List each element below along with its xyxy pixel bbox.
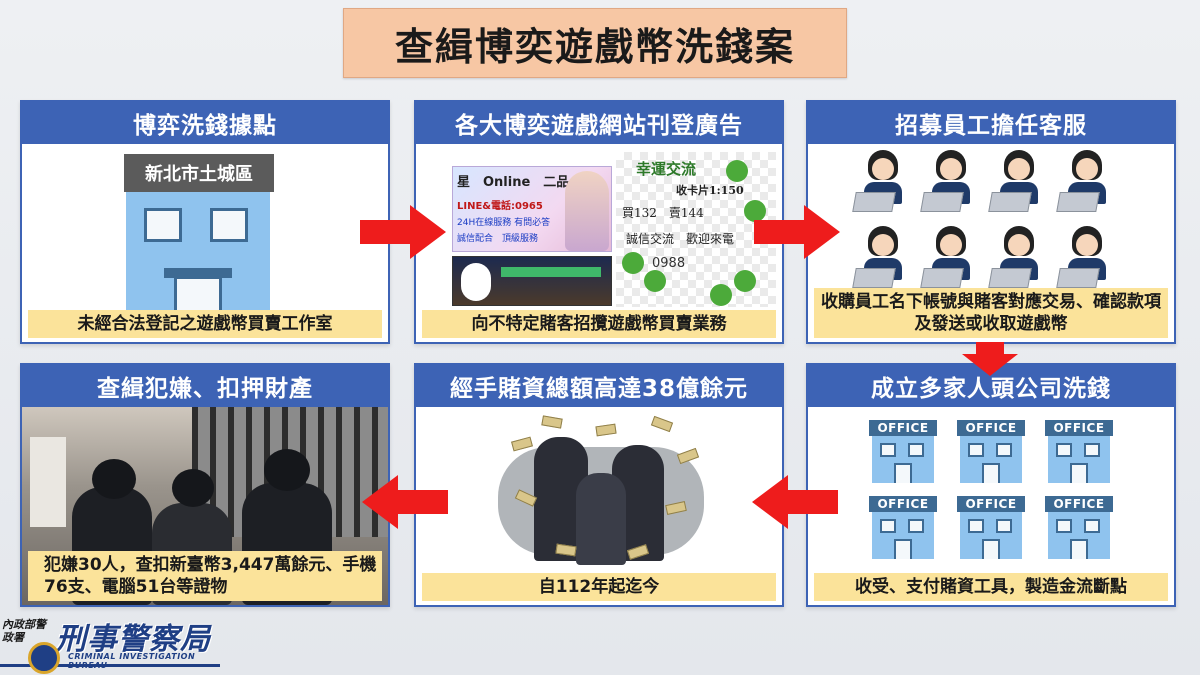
ad-line: LINE&電話:0965: [457, 201, 543, 212]
support-agent-icon: [1056, 224, 1120, 290]
ad-line: 幸運交流: [636, 160, 697, 178]
ad-line: 買132 賣144: [622, 206, 704, 220]
card-arrest: 查緝犯嫌、扣押財產 犯嫌30人，查扣新臺幣3,447萬餘元、手機76支、電腦51…: [20, 363, 390, 607]
ad-line: 24H在線服務 有問必答: [457, 218, 551, 228]
support-agent-icon: [852, 148, 916, 214]
arrow-down-icon: [962, 342, 1018, 376]
arrow-left-icon: [362, 475, 448, 529]
card-heading: 招募員工擔任客服: [808, 102, 1174, 144]
support-agent-icon: [852, 224, 916, 290]
card-illustration: [416, 407, 782, 605]
card-heading: 查緝犯嫌、扣押財產: [22, 365, 388, 407]
card-recruit-staff: 招募員工擔任客服 收購員工名下帳號與賭客對應交易、確認款項及發送或收取遊戲幣: [806, 100, 1176, 344]
card-illustration: [808, 144, 1174, 342]
ad-line: 誠信交流 歡迎來電: [626, 232, 735, 246]
card-caption: 自112年起迄今: [422, 573, 776, 601]
card-caption: 未經合法登記之遊戲幣買賣工作室: [28, 310, 382, 338]
card-heading: 博弈洗錢據點: [22, 102, 388, 144]
ad-line: 星 Online 二品: [457, 175, 570, 190]
ad-banner-right: 幸運交流 收卡片1:150 買132 賣144 誠信交流 歡迎來電 0988: [616, 152, 776, 307]
logo-english-text: CRIMINAL INVESTIGATION BUREAU: [68, 652, 196, 670]
card-heading: 經手賭資總額高達38億餘元: [416, 365, 782, 407]
office-building-icon: OFFICE: [869, 496, 937, 559]
arrow-left-icon: [752, 475, 838, 529]
logo-org-text: 內政部警政署: [2, 618, 46, 644]
office-building-icon: OFFICE: [1045, 496, 1113, 559]
page-title: 查緝博奕遊戲幣洗錢案: [394, 24, 795, 69]
card-caption: 犯嫌30人，查扣新臺幣3,447萬餘元、手機76支、電腦51台等證物: [28, 551, 382, 601]
office-label: OFFICE: [1045, 420, 1113, 436]
ad-banner-bottom: [452, 256, 612, 306]
card-heading: 各大博奕遊戲網站刊登廣告: [416, 102, 782, 144]
card-caption: 收受、支付賭資工具，製造金流斷點: [814, 573, 1168, 601]
office-label: OFFICE: [957, 496, 1025, 512]
office-label: OFFICE: [1045, 496, 1113, 512]
card-advertising: 各大博奕遊戲網站刊登廣告 星 Online 二品 LINE&電話:0965 24…: [414, 100, 784, 344]
logo-name-text: 刑事警察局: [56, 622, 211, 657]
support-agent-icon: [920, 148, 984, 214]
shadowy-figure-icon: [576, 473, 626, 565]
building-icon: [126, 192, 270, 322]
card-illustration: OFFICE OFFICE OFFICE OFFICE OFFICE OFFIC…: [808, 407, 1174, 605]
office-label: OFFICE: [869, 496, 937, 512]
card-total-amount: 經手賭資總額高達38億餘元 自112年起迄今: [414, 363, 784, 607]
ad-line: 0988: [652, 256, 686, 271]
card-caption: 向不特定賭客招攬遊戲幣買賣業務: [422, 310, 776, 338]
support-agent-icon: [920, 224, 984, 290]
ad-model-image: [565, 171, 609, 251]
card-caption: 收購員工名下帳號與賭客對應交易、確認款項及發送或收取遊戲幣: [814, 288, 1168, 338]
ad-banner-left: 星 Online 二品 LINE&電話:0965 24H在線服務 有問必答 誠信…: [452, 166, 612, 252]
page-title-box: 查緝博奕遊戲幣洗錢案: [343, 8, 847, 78]
support-agent-icon: [988, 224, 1052, 290]
support-agent-icon: [1056, 148, 1120, 214]
card-shell-companies: 成立多家人頭公司洗錢 OFFICE OFFICE OFFICE OFFICE O…: [806, 363, 1176, 607]
mascot-icon: [461, 263, 491, 301]
ad-line: 誠信配合 頂級服務: [457, 234, 539, 244]
police-seal-icon: [28, 642, 60, 674]
office-building-icon: OFFICE: [957, 496, 1025, 559]
district-sign: 新北市土城區: [124, 154, 274, 192]
card-illustration: 星 Online 二品 LINE&電話:0965 24H在線服務 有問必答 誠信…: [416, 144, 782, 342]
office-label: OFFICE: [869, 420, 937, 436]
card-gambling-base: 博弈洗錢據點 新北市土城區 未經合法登記之遊戲幣買賣工作室: [20, 100, 390, 344]
office-building-icon: OFFICE: [869, 420, 937, 483]
support-agent-icon: [988, 148, 1052, 214]
ad-line: 收卡片1:150: [676, 184, 744, 197]
arrow-right-icon: [754, 205, 840, 259]
office-label: OFFICE: [957, 420, 1025, 436]
office-building-icon: OFFICE: [1045, 420, 1113, 483]
office-building-icon: OFFICE: [957, 420, 1025, 483]
bureau-logo: 內政部警政署 刑事警察局 CRIMINAL INVESTIGATION BURE…: [0, 614, 230, 675]
arrow-right-icon: [360, 205, 446, 259]
